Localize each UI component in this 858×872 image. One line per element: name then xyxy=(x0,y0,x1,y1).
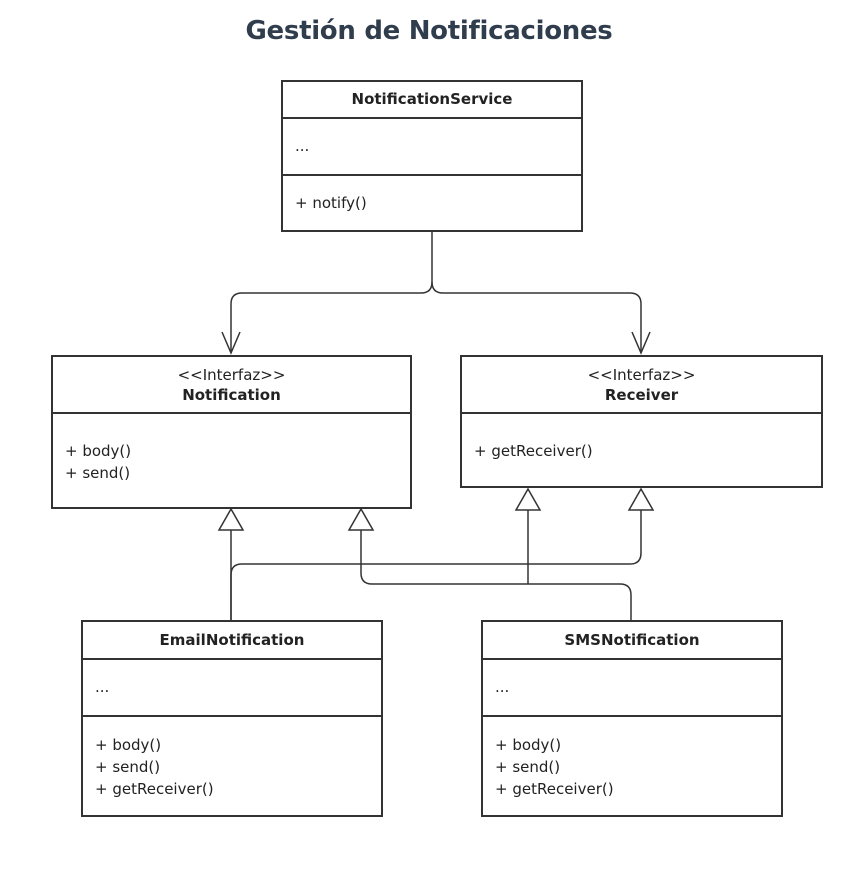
method: + getReceiver() xyxy=(474,442,593,460)
realize-line-sms-notification xyxy=(360,530,632,620)
class-name: Notification xyxy=(182,386,281,404)
stereotype: <<Interfaz>> xyxy=(587,366,696,384)
method: + send() xyxy=(65,464,131,482)
class-notification-service: NotificationService ... + notify() xyxy=(281,80,583,232)
method: + notify() xyxy=(295,194,367,212)
interface-notification: <<Interfaz>> Notification + body() + sen… xyxy=(51,355,412,509)
class-attributes: ... xyxy=(83,660,381,717)
realize-triangle-receiver-left xyxy=(514,487,542,511)
class-name: SMSNotification xyxy=(564,631,700,649)
class-methods: + body() + send() + getReceiver() xyxy=(83,717,381,800)
method: + body() xyxy=(495,736,562,754)
class-methods: + notify() xyxy=(283,176,581,214)
method: + getReceiver() xyxy=(495,780,614,798)
assoc-arrowhead-notification xyxy=(221,331,241,355)
class-name: NotificationService xyxy=(351,90,513,108)
realize-triangle-notification-left xyxy=(217,507,245,531)
realize-triangle-notification-right xyxy=(347,507,375,531)
class-methods: + body() + send() + getReceiver() xyxy=(483,717,781,800)
attributes-placeholder: ... xyxy=(495,678,510,696)
method: + body() xyxy=(95,736,162,754)
method: + getReceiver() xyxy=(95,780,214,798)
attributes-placeholder: ... xyxy=(295,137,310,155)
assoc-line-notification xyxy=(230,231,433,352)
class-name: EmailNotification xyxy=(159,631,305,649)
class-sms-notification: SMSNotification ... + body() + send() + … xyxy=(481,620,783,817)
class-attributes: ... xyxy=(283,119,581,176)
class-header: SMSNotification xyxy=(483,622,781,660)
class-header: NotificationService xyxy=(283,82,581,119)
class-header: EmailNotification xyxy=(83,622,381,660)
assoc-line-receiver xyxy=(431,281,642,352)
class-methods: + getReceiver() xyxy=(462,414,821,462)
assoc-arrowhead-receiver xyxy=(631,331,651,355)
class-methods: + body() + send() xyxy=(53,414,410,484)
interface-receiver: <<Interfaz>> Receiver + getReceiver() xyxy=(460,355,823,488)
method: + send() xyxy=(95,758,161,776)
attributes-placeholder: ... xyxy=(95,678,110,696)
class-attributes: ... xyxy=(483,660,781,717)
realize-triangle-receiver-right xyxy=(627,487,655,511)
method: + send() xyxy=(495,758,561,776)
class-header: <<Interfaz>> Notification xyxy=(53,357,410,414)
stereotype: <<Interfaz>> xyxy=(177,366,286,384)
method: + body() xyxy=(65,442,132,460)
class-email-notification: EmailNotification ... + body() + send() … xyxy=(81,620,383,817)
class-name: Receiver xyxy=(604,386,679,404)
realize-line-email-receiver xyxy=(230,510,642,620)
class-header: <<Interfaz>> Receiver xyxy=(462,357,821,414)
diagram-title: Gestión de Notificaciones xyxy=(245,16,613,46)
